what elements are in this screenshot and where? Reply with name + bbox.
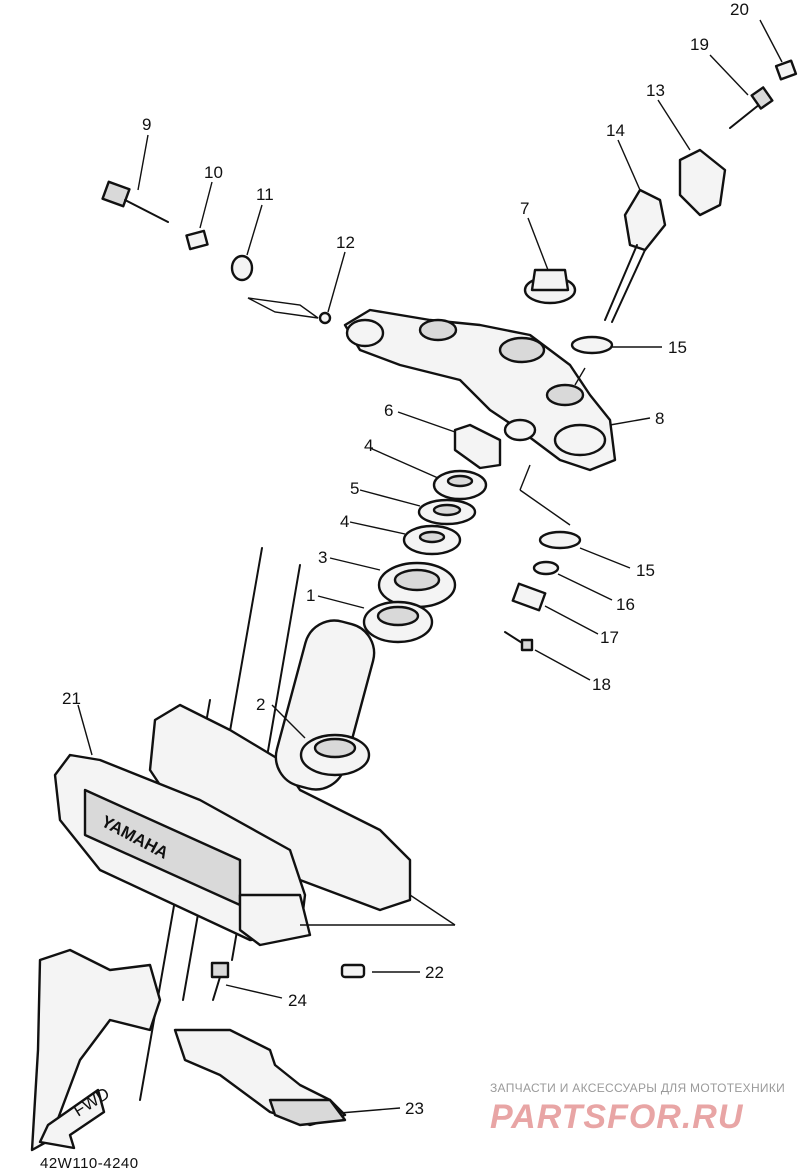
label-6: 6 — [384, 401, 393, 420]
watermark-logo: PARTSFOR.RU — [490, 1098, 744, 1136]
part-21-cover: YAMAHA — [53, 753, 312, 947]
ring-nut-4-upper — [432, 469, 488, 501]
label-15-upper: 15 — [668, 338, 687, 357]
washer-15-upper — [570, 335, 614, 355]
label-16: 16 — [616, 595, 635, 614]
fwd-arrow: FWD — [38, 1084, 113, 1150]
label-10: 10 — [204, 163, 223, 182]
bearing-2 — [299, 733, 371, 777]
holder-bolt-14 — [604, 188, 667, 323]
label-7: 7 — [520, 199, 529, 218]
label-11: 11 — [256, 185, 274, 204]
label-9: 9 — [142, 115, 151, 134]
watermark-tagline: ЗАПЧАСТИ И АКСЕССУАРЫ ДЛЯ МОТОТЕХНИКИ — [490, 1081, 785, 1095]
ring-nut-4-lower — [402, 524, 462, 556]
label-5: 5 — [350, 479, 359, 498]
bolt-24 — [210, 961, 230, 1001]
washer-16 — [532, 560, 560, 576]
nut-20 — [774, 59, 798, 81]
washer-10 — [185, 229, 209, 251]
label-20: 20 — [730, 0, 749, 19]
clip-12 — [247, 297, 332, 325]
label-1: 1 — [306, 586, 315, 605]
bolt-9 — [101, 180, 169, 223]
washer-11 — [230, 254, 254, 282]
lower-bracket-23 — [30, 948, 347, 1152]
holder-13 — [678, 148, 727, 217]
label-13: 13 — [646, 81, 665, 100]
label-19: 19 — [690, 35, 709, 54]
label-23: 23 — [405, 1099, 424, 1118]
label-14: 14 — [606, 121, 625, 140]
bearing-1 — [362, 600, 434, 644]
part-labels: 9 10 11 12 7 14 13 19 20 15 8 6 4 5 4 3 … — [62, 0, 749, 1118]
label-21: 21 — [62, 689, 81, 708]
washer-15-lower — [538, 530, 582, 550]
bolt-18 — [504, 631, 534, 652]
bolt-22 — [340, 963, 366, 979]
bolt-19 — [729, 86, 774, 129]
leader-lines — [77, 19, 783, 1114]
washer-5 — [417, 498, 477, 526]
label-8: 8 — [655, 409, 664, 428]
label-15-lower: 15 — [636, 561, 655, 580]
watermark: ЗАПЧАСТИ И АКСЕССУАРЫ ДЛЯ МОТОТЕХНИКИ PA… — [490, 1081, 785, 1136]
upper-bracket-8 — [343, 308, 617, 472]
label-4-lower: 4 — [340, 512, 349, 531]
label-22: 22 — [425, 963, 444, 982]
label-24: 24 — [288, 991, 307, 1010]
diagram-code: 42W110-4240 — [40, 1155, 139, 1172]
nut-17 — [511, 582, 547, 612]
label-18: 18 — [592, 675, 611, 694]
label-17: 17 — [600, 628, 619, 647]
label-3: 3 — [318, 548, 327, 567]
label-4-upper: 4 — [364, 436, 373, 455]
lock-washer-6 — [453, 423, 502, 470]
label-12: 12 — [336, 233, 355, 252]
label-2: 2 — [256, 695, 265, 714]
cap-7 — [523, 268, 577, 305]
bearing-3 — [377, 561, 457, 609]
